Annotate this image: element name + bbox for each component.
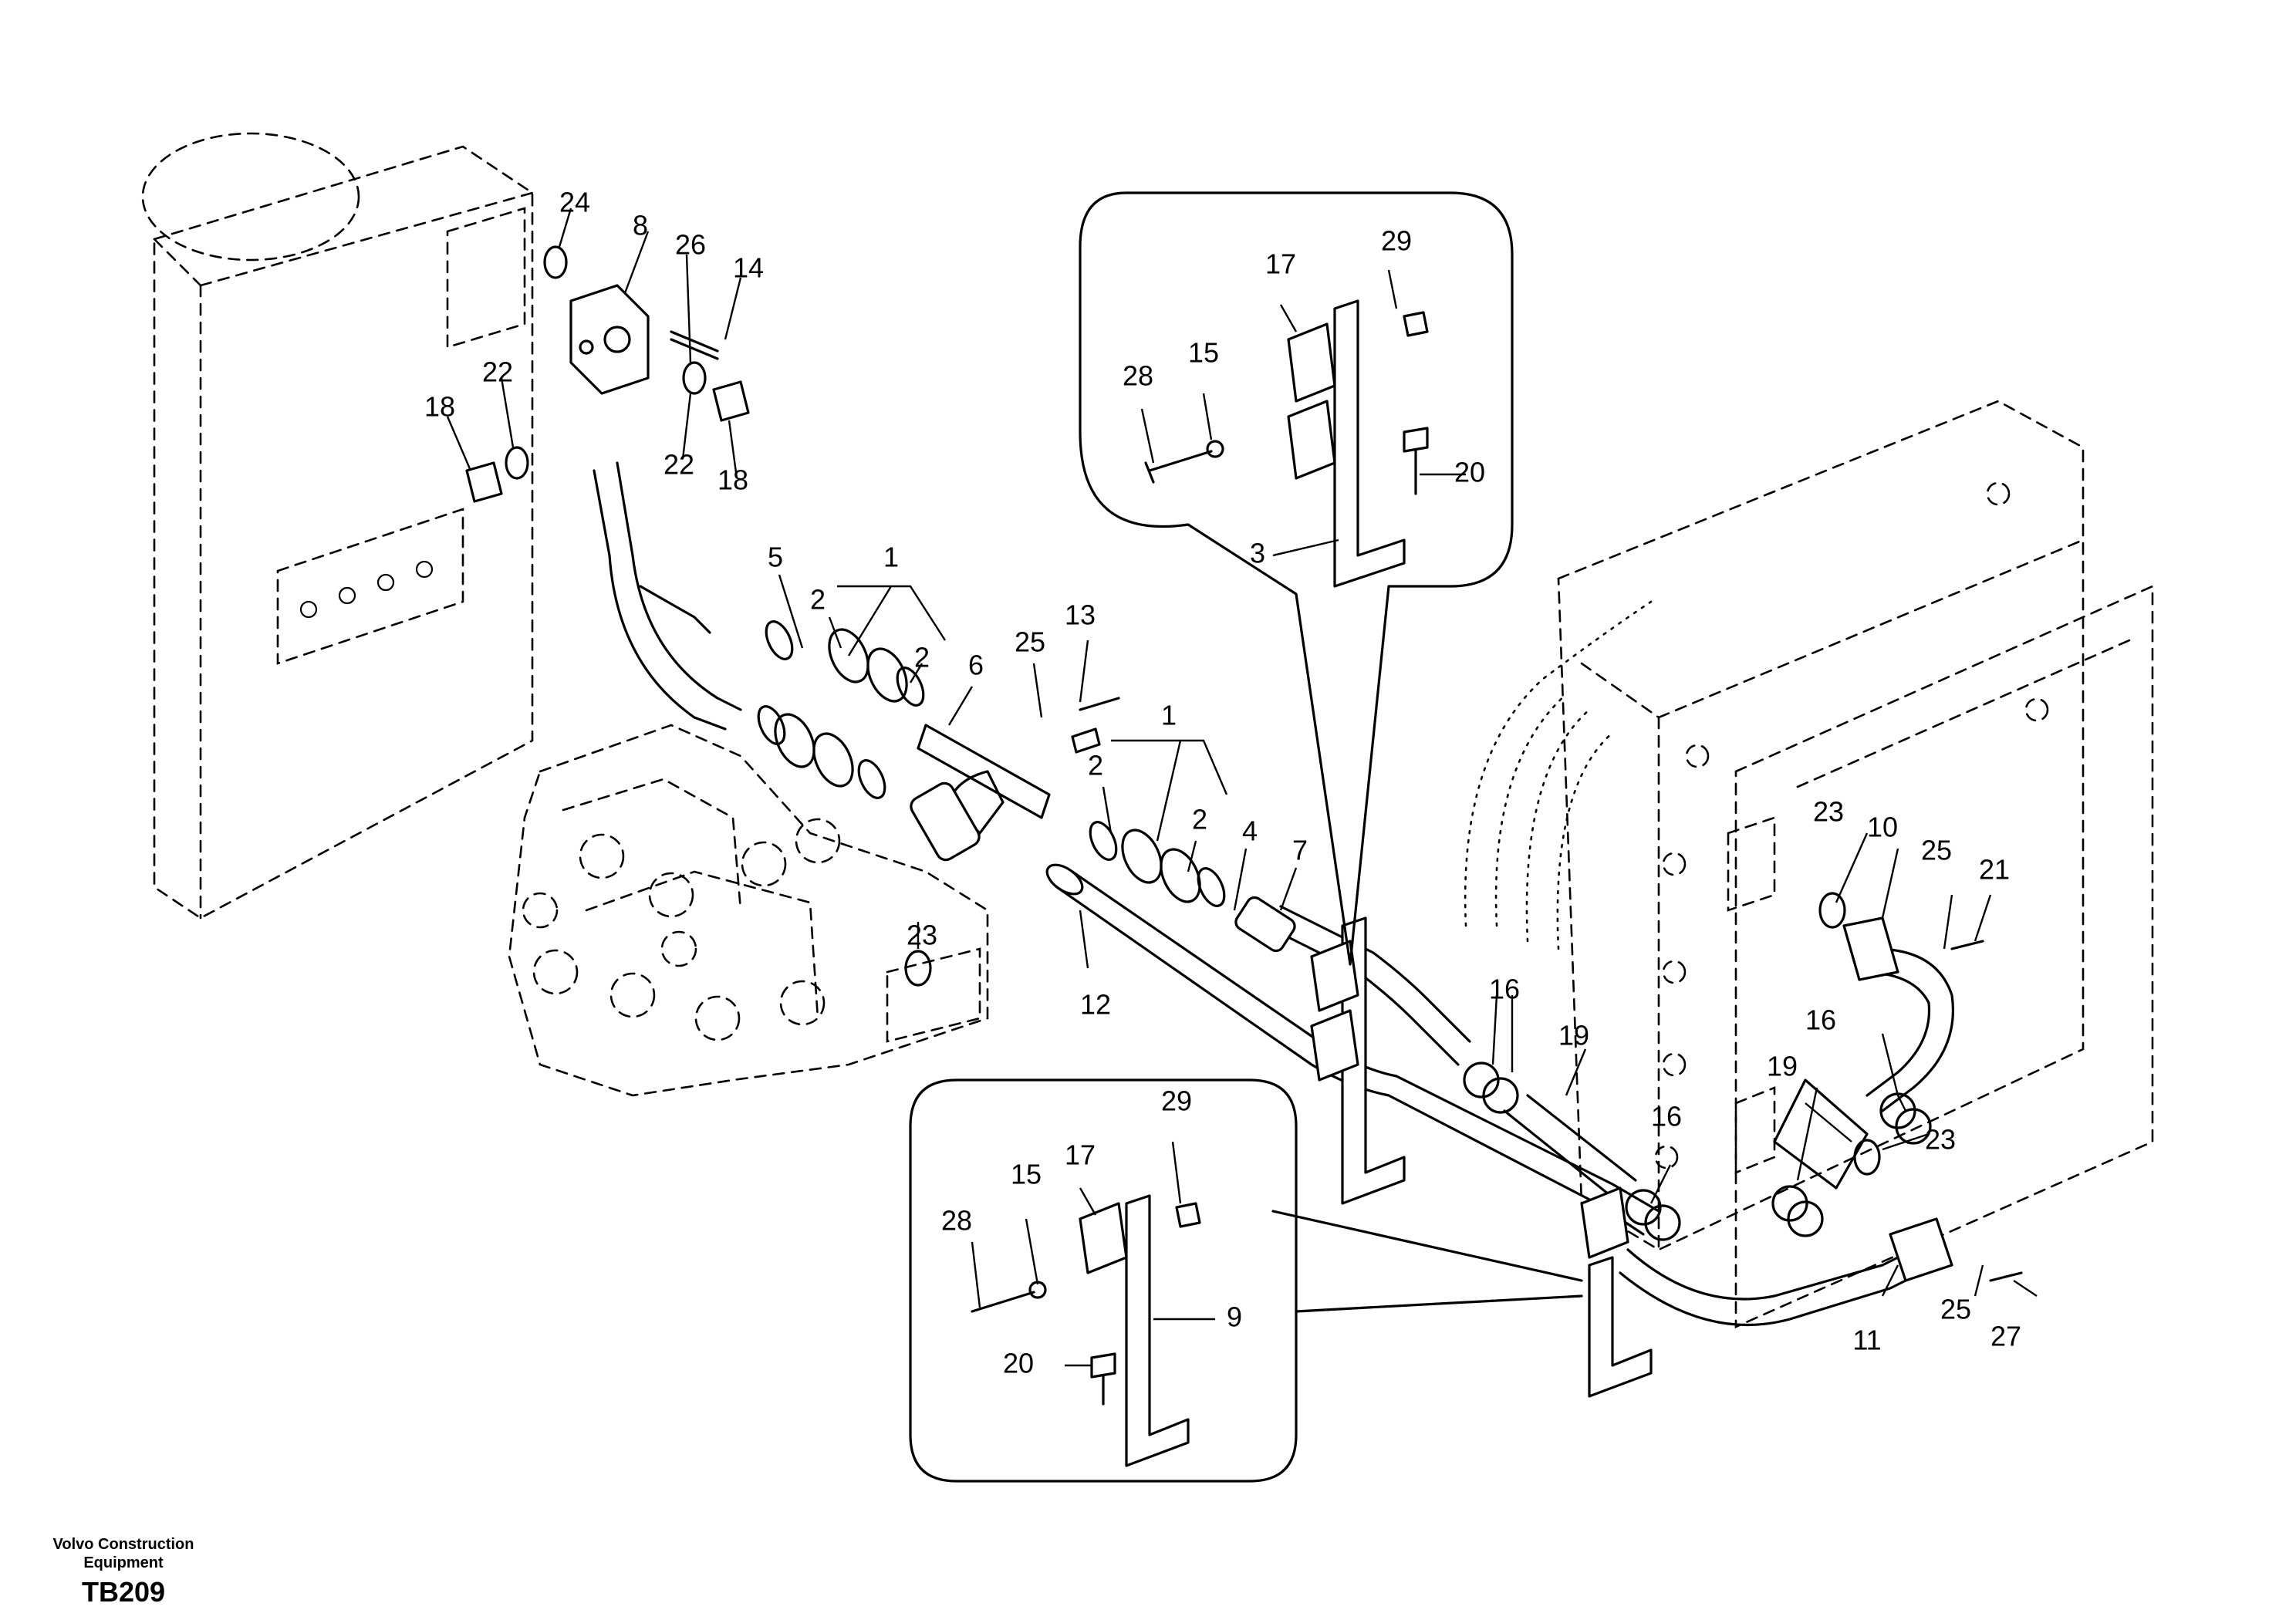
callout-10: 10	[1867, 812, 1898, 843]
callout-9: 9	[1227, 1301, 1242, 1333]
callout-28: 28	[1123, 360, 1153, 392]
callout-23: 23	[907, 920, 937, 951]
bracket-9	[1580, 1186, 1653, 1398]
leader-lines	[446, 208, 2038, 1367]
callout-20: 20	[1003, 1348, 1034, 1379]
callout-25: 25	[1921, 835, 1952, 866]
bracket-3	[1310, 916, 1406, 1205]
callout-25: 25	[1940, 1294, 1971, 1325]
pipe-10	[1773, 916, 1954, 1190]
callout-2: 2	[1192, 804, 1207, 835]
callout-22: 22	[482, 356, 513, 388]
callout-17: 17	[1265, 248, 1296, 280]
callout-29: 29	[1161, 1085, 1192, 1117]
callout-3: 3	[1250, 538, 1265, 569]
callout-6: 6	[968, 650, 984, 681]
callout-13: 13	[1065, 599, 1096, 631]
callout-7: 7	[1292, 835, 1308, 866]
callout-19: 19	[1767, 1051, 1798, 1082]
callout-15: 15	[1188, 337, 1219, 369]
small-fittings	[465, 245, 2023, 1282]
callout-25: 25	[1015, 626, 1045, 658]
callout-4: 4	[1242, 815, 1258, 847]
callout-14: 14	[733, 252, 764, 284]
brand-line-2: Equipment	[83, 1554, 164, 1571]
pipe-11	[1619, 1217, 1953, 1327]
footer: Volvo Construction Equipment TB209	[31, 1535, 216, 1609]
callout-8: 8	[633, 210, 648, 241]
hydraulic-tank	[141, 132, 534, 920]
callout-2: 2	[810, 584, 826, 616]
callout-21: 21	[1979, 854, 2010, 886]
return-pipe-upper	[593, 461, 742, 731]
callout-2: 2	[1088, 750, 1103, 781]
block-8	[569, 284, 650, 395]
callout-19: 19	[1558, 1020, 1589, 1051]
callout-23: 23	[1925, 1124, 1956, 1156]
callout-26: 26	[675, 229, 706, 261]
callout-11: 11	[1852, 1325, 1881, 1356]
callout-16: 16	[1489, 974, 1520, 1005]
callout-18: 18	[718, 464, 748, 496]
callout-17: 17	[1065, 1139, 1096, 1171]
hose-19-lower	[1503, 1094, 1637, 1205]
callout-18: 18	[424, 391, 455, 423]
callout-labels: 1 1 2 2 2 2 3 4 5 6 7 8 9 10 11 12 13 14…	[424, 187, 2021, 1379]
inset-bracket-9	[909, 1078, 1583, 1483]
brand-line-1: Volvo Construction	[52, 1536, 194, 1553]
pipe-tee-6	[910, 724, 1051, 862]
callout-28: 28	[941, 1205, 972, 1237]
callout-16: 16	[1651, 1101, 1682, 1132]
callout-1: 1	[1161, 700, 1177, 731]
callout-2: 2	[914, 642, 930, 673]
callout-12: 12	[1080, 989, 1111, 1021]
hose-clamps-upper	[757, 620, 925, 799]
callout-24: 24	[559, 187, 590, 218]
callout-23: 23	[1813, 796, 1844, 828]
callout-1: 1	[883, 542, 899, 573]
inset-bracket-3	[1079, 191, 1514, 966]
control-valve-block	[508, 724, 989, 1097]
callout-22: 22	[663, 449, 694, 481]
callout-15: 15	[1011, 1159, 1042, 1190]
callout-20: 20	[1454, 457, 1485, 488]
drawing-code: TB209	[81, 1576, 166, 1608]
callout-16: 16	[1805, 1004, 1836, 1036]
hose-clamps-lower	[1089, 821, 1226, 907]
callout-5: 5	[768, 542, 783, 573]
callout-29: 29	[1381, 225, 1412, 257]
callout-27: 27	[1990, 1321, 2021, 1352]
hose-clamps-16	[1463, 1061, 1932, 1241]
